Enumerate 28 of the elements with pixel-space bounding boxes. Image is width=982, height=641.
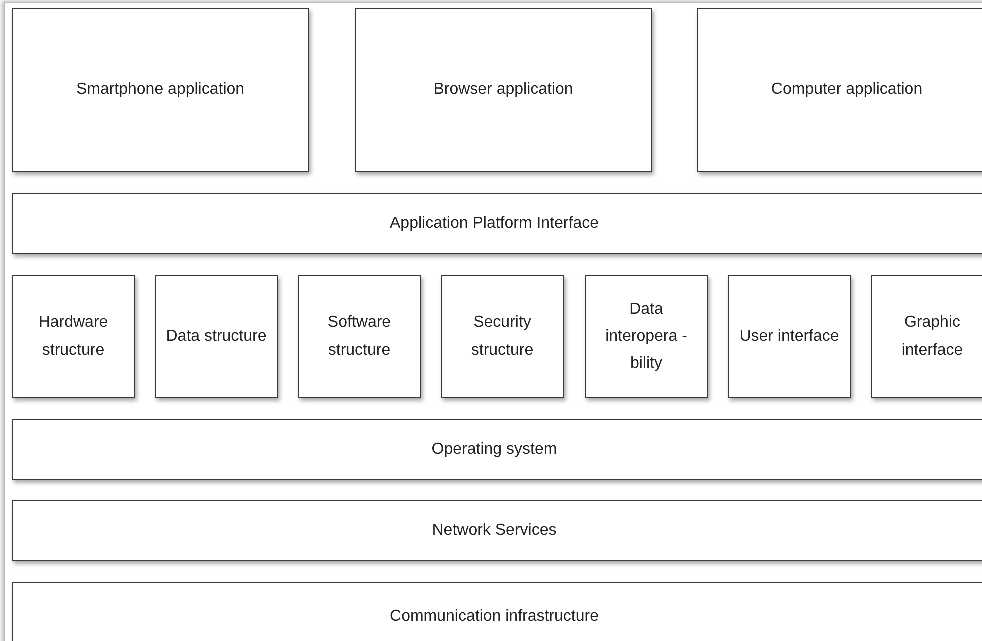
- layer-box: [12, 419, 982, 480]
- component-box: [355, 8, 652, 172]
- layer-box: [12, 500, 982, 561]
- node-label: Graphic interface: [900, 313, 964, 360]
- node-label: Network Services: [432, 520, 557, 541]
- node-label: Software structure: [326, 313, 392, 360]
- component-box: [298, 275, 421, 398]
- node-label: Browser application: [434, 80, 574, 100]
- node-label: User interface: [740, 326, 840, 347]
- component-box: [12, 275, 135, 398]
- node-label: Hardware structure: [38, 313, 110, 360]
- layer-box: [12, 582, 982, 641]
- node-label: Data interopera -bility: [604, 300, 688, 374]
- component-box: [12, 8, 309, 172]
- layer-box: [12, 193, 982, 254]
- component-box: [697, 8, 982, 172]
- node-label: Security structure: [470, 313, 535, 360]
- node-label: Data structure: [166, 326, 267, 347]
- node-label: Communication infrastructure: [390, 607, 599, 628]
- component-box: [155, 275, 278, 398]
- node-label: Smartphone application: [76, 80, 245, 100]
- node-label: Application Platform Interface: [390, 214, 599, 234]
- node-label: Computer application: [771, 80, 923, 100]
- component-box: [585, 275, 708, 398]
- component-box: [728, 275, 851, 398]
- component-box: [441, 275, 564, 398]
- node-label: Operating system: [432, 440, 558, 460]
- component-box: [871, 275, 982, 398]
